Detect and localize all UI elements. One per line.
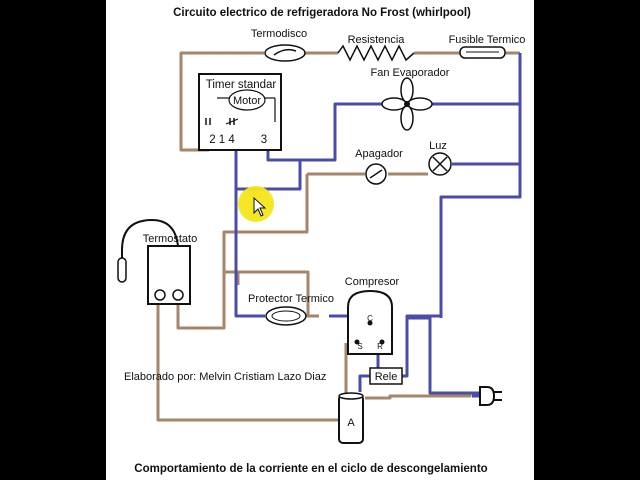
rele-box: [369, 367, 403, 385]
footer-caption: Comportamiento de la corriente en el cic…: [134, 463, 487, 475]
luz-label: Luz: [429, 140, 447, 152]
wire-plug-brown: [365, 394, 472, 400]
resistencia-symbol: [337, 44, 415, 62]
fusible-symbol: [459, 46, 506, 59]
mouse-cursor-icon: [253, 196, 267, 217]
protector-termico-symbol: [265, 306, 307, 326]
capacitor-symbol: [338, 392, 364, 444]
timer-label: Timer standar: [206, 79, 277, 91]
wire-rele-right: [402, 314, 440, 378]
termodisco-label: Termodisco: [251, 28, 307, 40]
luz-bulb-icon: [428, 152, 452, 176]
brown-wires: [156, 51, 520, 422]
wire-rele-to-capacitor: [358, 374, 370, 392]
compresor-r-label: R: [377, 342, 383, 351]
rele-label: Rele: [375, 371, 398, 383]
termodisco-symbol: [264, 44, 306, 62]
wire-right-main: [439, 53, 522, 318]
apagador-symbol: [365, 163, 387, 185]
compresor-label: Compresor: [345, 276, 400, 288]
timer-box: [198, 73, 282, 151]
wire-timer-to-termodisco: [179, 51, 264, 152]
protector-label: Protector Termico: [248, 293, 334, 305]
timer-terminal-labels: 2 1 4: [209, 134, 235, 146]
wire-termostato-a: [176, 230, 235, 330]
timer-terminal-3-label: 3: [261, 134, 267, 146]
wire-plug-blue: [407, 316, 486, 398]
wire-timer-loop: [234, 150, 302, 191]
termostato-symbol: [117, 218, 191, 305]
compresor-c-label: C: [367, 314, 373, 323]
compresor-symbol: [347, 289, 393, 355]
wire-left-blue-down: [234, 189, 265, 318]
wire-apagador-drop: [235, 174, 309, 234]
motor-label: Motor: [233, 95, 261, 107]
fan-icon: [381, 77, 433, 131]
wire-termostato-b: [156, 303, 349, 422]
capacitor-label: A: [347, 417, 355, 429]
fan-label: Fan Evaporador: [371, 67, 450, 79]
credit-text: Elaborado por: Melvin Cristiam Lazo Diaz: [124, 371, 326, 383]
resistencia-label: Resistencia: [348, 34, 406, 46]
fusible-label: Fusible Termico: [449, 34, 526, 46]
wire-fan-right: [430, 102, 522, 197]
compresor-s-label: S: [357, 342, 362, 351]
termostato-label: Termostato: [143, 233, 197, 245]
wire-fan-to-timer: [266, 102, 385, 162]
diagram-title: Circuito electrico de refrigeradora No F…: [173, 7, 471, 19]
apagador-label: Apagador: [355, 148, 403, 160]
wire-to-protector: [236, 270, 319, 318]
plug-icon: [479, 386, 502, 406]
